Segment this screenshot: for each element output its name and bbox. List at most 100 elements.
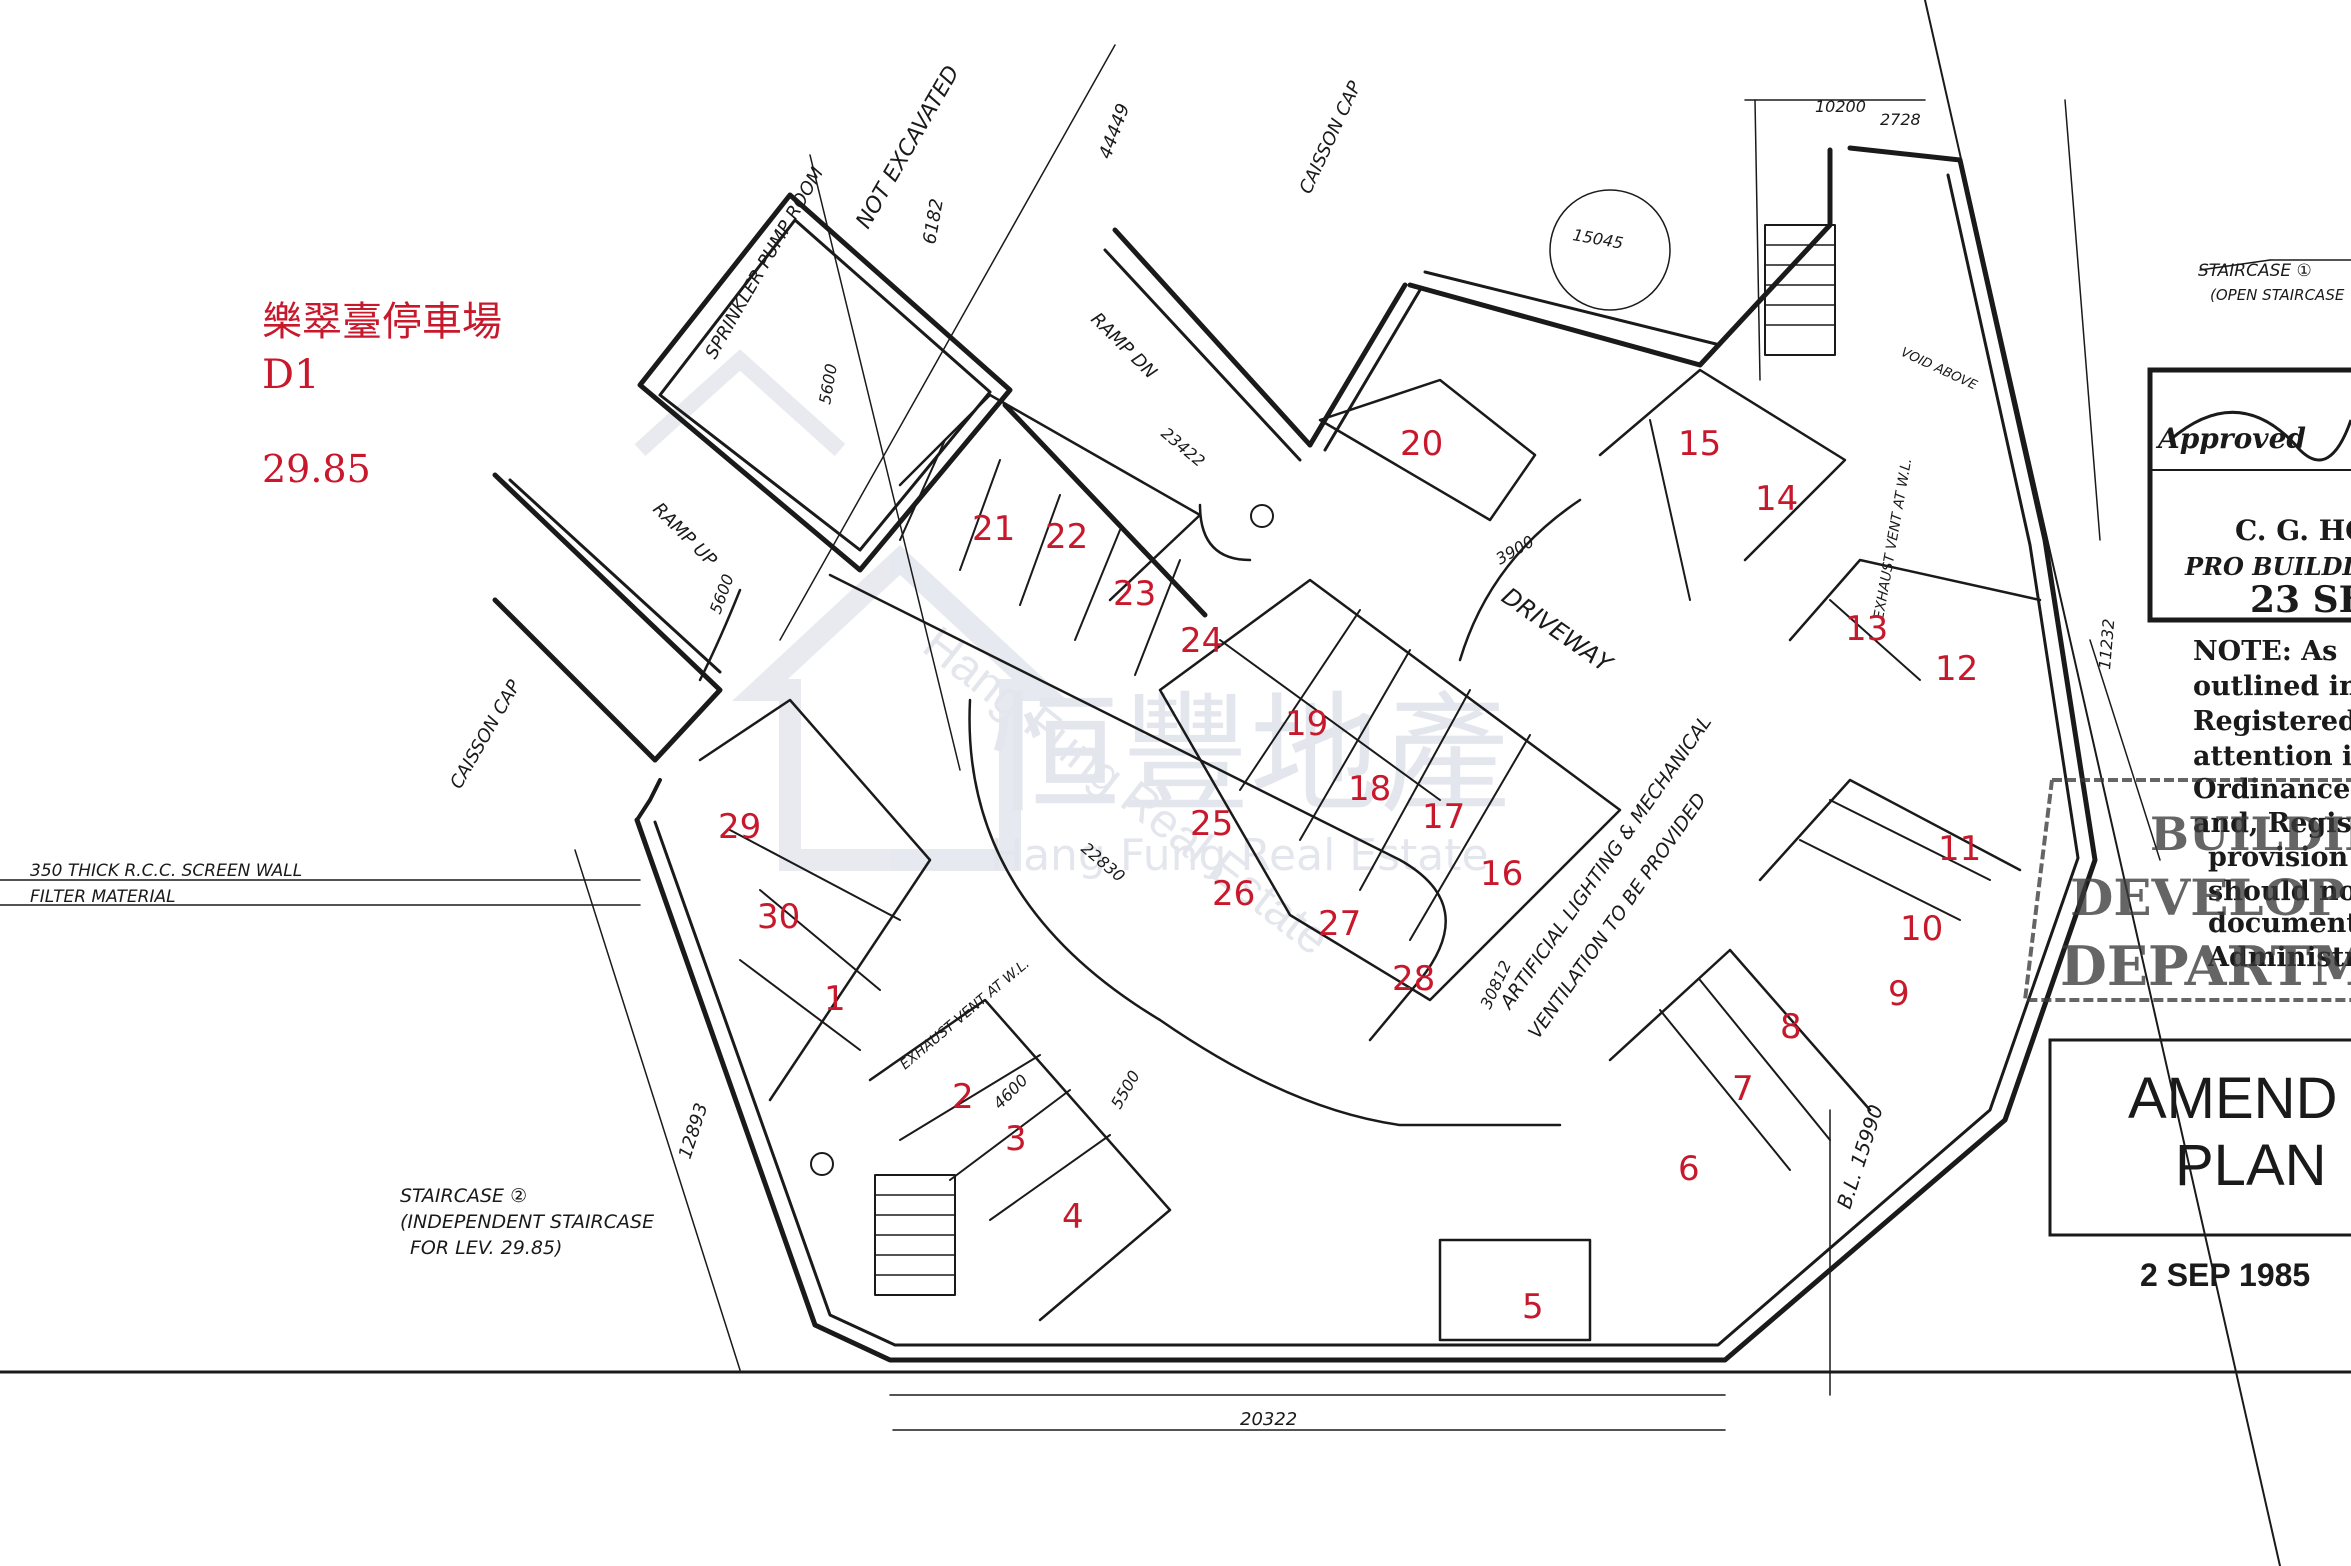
space-number-5: 5 (1522, 1287, 1544, 1327)
staircase2-label-1: STAIRCASE ② (400, 1185, 527, 1207)
approved-text: Approved (2155, 422, 2306, 455)
parking-space-numbers: 1 2 3 4 5 6 7 8 9 10 11 12 13 14 15 16 1… (718, 424, 1981, 1327)
sprinkler-pump-room (637, 192, 1013, 573)
space-number-30: 30 (757, 897, 800, 937)
parking-bays (698, 368, 2042, 1342)
space-number-1: 1 (824, 979, 846, 1019)
driveway-label: DRIVEWAY (1497, 582, 1619, 679)
watermark-chinese: 恒豐地產 (990, 679, 1510, 831)
space-number-4: 4 (1062, 1197, 1084, 1237)
watermark-english: Hang Fung Real Estate (990, 830, 1489, 881)
staircase1-label-2: (OPEN STAIRCASE (2210, 286, 2345, 304)
space-number-22: 22 (1045, 517, 1088, 557)
note-line-6: and, Regis (2193, 808, 2351, 839)
space-number-10: 10 (1900, 909, 1943, 949)
dimension-text: 2728 (1880, 110, 1921, 129)
approver-title: PRO BUILDING (2184, 552, 2351, 581)
note-line-10: Administra (2207, 942, 2351, 973)
plan-title: 樂翠臺停車場 D1 29.85 (262, 299, 502, 491)
dimension-text: 23422 (1157, 424, 1208, 471)
dimension-text: 10200 (1815, 97, 1866, 116)
exhaust-vent-label-2: EXHAUST VENT AT W.L. (1871, 457, 1915, 621)
sprinkler-label: SPRINKLER PUMP ROOM (701, 163, 828, 362)
stamp-date: 2 SEP 1985 (2140, 1257, 2310, 1293)
space-number-14: 14 (1755, 479, 1798, 519)
dimension-text: 5500 (1107, 1067, 1144, 1112)
space-number-3: 3 (1005, 1119, 1027, 1159)
lighting-label-1: ARTIFICIAL LIGHTING & MECHANICAL (1495, 712, 1716, 1015)
space-number-25: 25 (1190, 804, 1233, 844)
space-number-16: 16 (1480, 854, 1523, 894)
approval-stamp: Approved C. G. HO PRO BUILDING 23 SE NOT… (2022, 367, 2351, 1293)
watermark: 恒豐地產 Hang Fung Real Estate Hang Fung Rea… (634, 349, 1510, 966)
space-number-8: 8 (1780, 1007, 1802, 1047)
dimension-text: 20322 (1240, 1409, 1297, 1430)
space-number-24: 24 (1180, 621, 1223, 661)
dimension-text: 15045 (1571, 225, 1624, 253)
driveway-outline (698, 498, 1582, 1127)
space-number-20: 20 (1400, 424, 1443, 464)
note-line-1: NOTE: As (2193, 636, 2337, 667)
dimension-text: 6182 (919, 197, 948, 246)
department-line-2: DEVELOP (2070, 868, 2345, 927)
outer-wall (634, 145, 2098, 1363)
space-number-9: 9 (1888, 974, 1910, 1014)
note-line-8: should no (2208, 876, 2351, 907)
level-label: D1 (262, 352, 320, 398)
dimension-text: 5600 (815, 362, 841, 405)
caisson-cap-top-label: CAISSON CAP (1295, 78, 1365, 197)
dimension-text: 3900 (1493, 532, 1538, 569)
space-number-6: 6 (1678, 1149, 1700, 1189)
space-number-13: 13 (1845, 609, 1888, 649)
staircase1-label-1: STAIRCASE ① (2198, 261, 2312, 281)
top-right-corridor (1407, 147, 1836, 368)
note-line-7: provision o (2208, 842, 2351, 873)
space-number-27: 27 (1318, 904, 1361, 944)
dimension-text: 44449 (1095, 101, 1134, 162)
note-line-4: attention is (2193, 741, 2351, 772)
space-number-2: 2 (952, 1077, 974, 1117)
dimension-text: 11232 (2095, 618, 2118, 670)
department-stamp: BUILDING DEVELOP DEPARTM (2022, 778, 2351, 1002)
space-number-18: 18 (1348, 769, 1391, 809)
space-number-29: 29 (718, 807, 761, 847)
staircase2-label-3: FOR LEV. 29.85) (410, 1237, 562, 1259)
note-line-9: document (2208, 908, 2351, 939)
approval-date: 23 SE (2250, 579, 2351, 621)
dimension-text: 12893 (675, 1101, 713, 1162)
exhaust-vent-label: EXHAUST VENT AT W.L. (897, 956, 1033, 1073)
bl-label: B.L. 15990 (1832, 1102, 1888, 1212)
space-number-19: 19 (1285, 704, 1328, 744)
department-line-1: BUILDING (2150, 807, 2351, 861)
department-line-3: DEPARTM (2060, 934, 2351, 998)
space-number-12: 12 (1935, 649, 1978, 689)
ramp-dn-label: RAMP DN (1086, 309, 1160, 383)
note-line-3: Registered (2193, 706, 2351, 737)
screen-wall-label: 350 THICK R.C.C. SCREEN WALL (30, 861, 302, 881)
space-number-11: 11 (1938, 829, 1981, 869)
space-number-21: 21 (972, 509, 1015, 549)
approver-name: C. G. HO (2235, 514, 2351, 547)
void-above-label: VOID ABOVE (1898, 345, 1980, 394)
space-number-28: 28 (1392, 959, 1435, 999)
amend-text-1: AMEND (2128, 1066, 2337, 1131)
staircase2-label-2: (INDEPENDENT STAIRCASE (400, 1211, 654, 1233)
amend-text-2: PLAN (2175, 1133, 2327, 1198)
not-excavated-label: NOT EXCAVATED (852, 62, 965, 233)
dimension-lines (0, 44, 2351, 1431)
space-number-26: 26 (1212, 874, 1255, 914)
space-number-7: 7 (1732, 1069, 1754, 1109)
space-number-15: 15 (1678, 424, 1721, 464)
ramp-down (1002, 227, 1422, 618)
note-line-2: outlined in (2193, 671, 2351, 702)
ramp-up (492, 472, 723, 763)
ramp-up-label: RAMP UP (648, 499, 720, 571)
dimension-text: 4600 (989, 1071, 1031, 1113)
level-value: 29.85 (262, 447, 371, 491)
caisson-cap-left-label: CAISSON CAP (446, 677, 525, 793)
filter-material-label: FILTER MATERIAL (30, 887, 176, 907)
space-number-17: 17 (1422, 797, 1465, 837)
space-number-23: 23 (1113, 574, 1156, 614)
carpark-title: 樂翠臺停車場 (262, 299, 502, 345)
